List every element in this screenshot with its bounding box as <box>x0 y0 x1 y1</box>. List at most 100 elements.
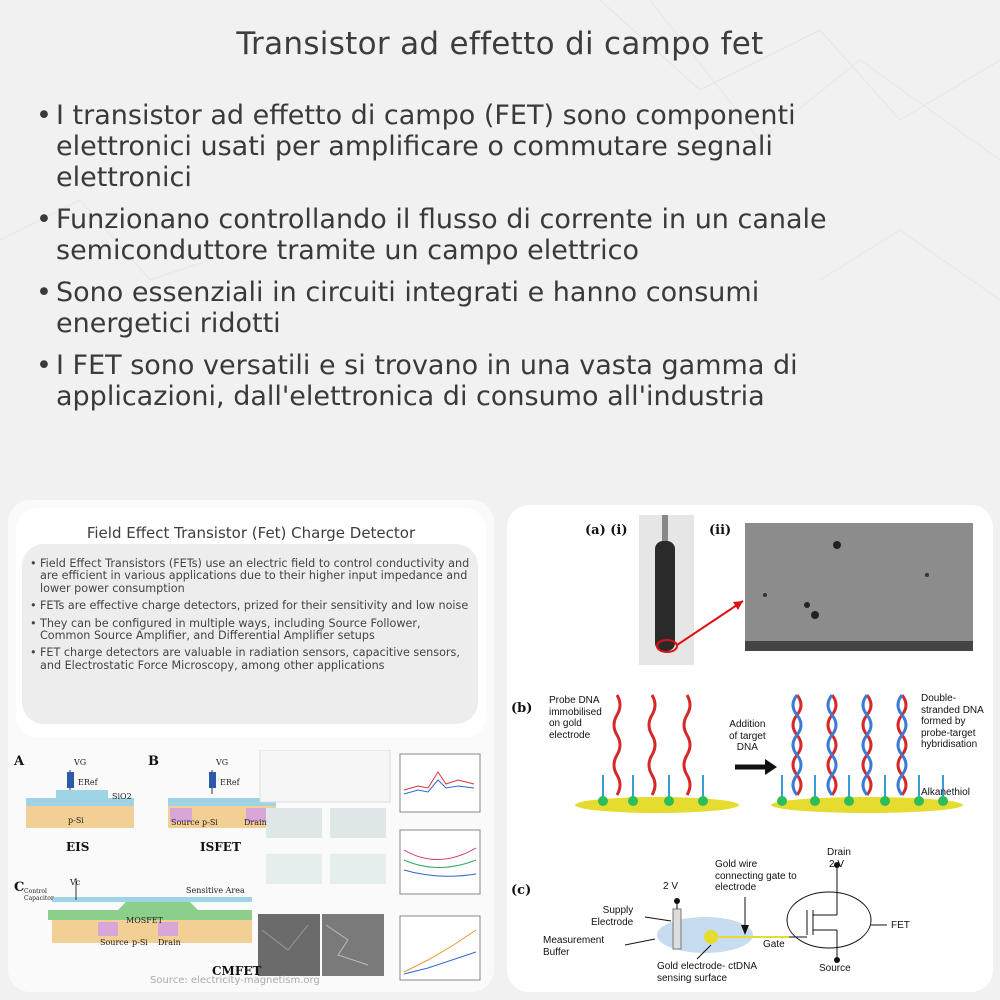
eref-label-a: ERef <box>78 778 98 787</box>
source-credit: Source: electricity-magnetism.org <box>150 975 320 986</box>
slide-title: Field Effect Transistor (Fet) Charge Det… <box>86 524 416 542</box>
panel-b-label: (b) <box>511 701 533 716</box>
fet-circuit-diagram <box>624 862 887 963</box>
source-label-b: Source <box>171 818 200 827</box>
panel-a-ii-label: (ii) <box>709 523 732 538</box>
probe-dna-line: electrode <box>549 729 591 741</box>
supply-line: Supply <box>602 905 634 916</box>
bullet-text: I transistor ad effetto di campo (FET) s… <box>56 100 796 193</box>
psi-label-b: p-Si <box>202 818 218 827</box>
measurement-buffer-label: Measurement Buffer <box>543 935 604 958</box>
eref-label-b: ERef <box>220 778 240 787</box>
eis-diagram <box>26 770 134 828</box>
vg-label-a: VG <box>74 758 87 767</box>
source-label: Source <box>819 963 851 974</box>
drain-label: Drain <box>827 847 851 858</box>
probe-dna-line: immobilised <box>549 706 602 718</box>
addition-label: Addition of target DNA <box>729 719 766 754</box>
bullet-dot: • <box>36 350 52 381</box>
panel-a-label: A <box>14 754 25 769</box>
gold-wire-line: Gold wire <box>715 859 758 870</box>
bullet-text: I FET sono versatili e si trovano in una… <box>56 350 798 412</box>
bullet-text: Funzionano controllando il flusso di cor… <box>56 204 827 266</box>
double-stranded-label: Double- stranded DNA formed by probe-tar… <box>921 693 984 751</box>
sensitive-area-label: Sensitive Area <box>186 886 245 895</box>
electrode-photo <box>639 515 694 665</box>
panel-c-label: (c) <box>511 883 532 898</box>
supply-electrode-label: Supply Electrode <box>591 905 633 928</box>
bullet-item: •Sono essenziali in circuiti integrati e… <box>36 277 846 339</box>
bullet-text: Sono essenziali in circuiti integrati e … <box>56 277 760 339</box>
supply-voltage-label: 2 V <box>663 881 679 892</box>
double-line: Double- <box>921 693 957 704</box>
control-capacitor-label: Control Capacitor <box>24 888 54 902</box>
vg-label-b: VG <box>216 758 229 767</box>
drain-voltage-label: 2 V <box>829 859 845 870</box>
bullet-dot: • <box>36 204 52 235</box>
slide-bullet-list: •Field Effect Transistors (FETs) use an … <box>30 557 470 677</box>
addition-line: of target <box>729 730 766 742</box>
panel-c-label: C <box>14 880 25 895</box>
double-line: formed by <box>921 716 966 727</box>
drain-label-c: Drain <box>158 938 181 947</box>
double-line: hybridisation <box>921 739 978 750</box>
gold-electrode-line: sensing surface <box>657 972 728 984</box>
cmfet-caption: CMFET <box>212 964 262 978</box>
isfet-diagram <box>168 770 276 828</box>
double-line: stranded DNA <box>921 704 984 716</box>
slide-bullet-text: They can be configured in multiple ways,… <box>40 616 421 643</box>
measurement-line: Measurement <box>543 935 605 946</box>
bullet-item: •I transistor ad effetto di campo (FET) … <box>36 100 866 193</box>
double-line: probe-target <box>921 727 976 739</box>
probe-dna-line: Probe DNA <box>549 695 600 706</box>
bullet-dot: • <box>30 557 37 570</box>
graphene-process-panels <box>258 750 391 976</box>
source-label-c: Source <box>100 938 129 947</box>
slide-bullet: •Field Effect Transistors (FETs) use an … <box>30 557 470 595</box>
slide-bullet: •FET charge detectors are valuable in ra… <box>30 647 470 672</box>
measurement-plots <box>399 753 481 981</box>
gold-wire-line: electrode <box>715 882 757 893</box>
background-decoration <box>599 0 1000 301</box>
gold-wire-line: connecting gate to <box>715 870 797 882</box>
probe-dna-label: Probe DNA immobilised on gold electrode <box>549 695 602 741</box>
bullet-item: •Funzionano controllando il flusso di co… <box>36 204 896 266</box>
fet-label: FET <box>891 920 910 931</box>
gold-electrode-label: Gold electrode- ctDNA sensing surface <box>657 961 757 984</box>
cmfet-diagram <box>48 878 252 943</box>
panel-b-label: B <box>148 754 159 769</box>
vc-label: Vc <box>70 878 81 887</box>
mosfet-label: MOSFET <box>126 916 163 925</box>
eis-caption: EIS <box>66 840 90 854</box>
sio2-label: SiO2 <box>112 792 132 801</box>
page-title: Transistor ad effetto di campo fet <box>236 26 764 62</box>
psi-label-a: p-Si <box>68 816 84 825</box>
addition-line: DNA <box>736 742 758 753</box>
slide-bullet-text: FETs are effective charge detectors, pri… <box>40 599 469 613</box>
bullet-dot: • <box>36 277 52 308</box>
main-bullet-list: •I transistor ad effetto di campo (FET) … <box>36 100 936 423</box>
supply-line: Electrode <box>591 916 634 928</box>
dna-sensor-card: (a) (i) (ii) (b) (c) Probe DNA immobilis… <box>507 505 993 992</box>
measurement-line: Buffer <box>543 946 570 958</box>
panel-a-i-label: (a) (i) <box>585 523 628 538</box>
probe-dna-line: on gold <box>549 718 582 729</box>
isfet-caption: ISFET <box>200 840 241 854</box>
slide-bullet: •FETs are effective charge detectors, pr… <box>30 599 470 613</box>
slide-bullet-text: Field Effect Transistors (FETs) use an e… <box>40 557 470 595</box>
slide-bullets-panel <box>22 544 478 724</box>
alkanethiol-label: Alkanethiol <box>921 787 970 798</box>
fet-structures-figure <box>26 750 481 981</box>
gold-wire-label: Gold wire connecting gate to electrode <box>715 859 797 894</box>
dna-sensor-figure <box>575 515 973 963</box>
psi-label-c: p-Si <box>132 938 148 947</box>
slide-bullet-text: FET charge detectors are valuable in rad… <box>40 646 460 672</box>
sem-image <box>676 523 973 651</box>
gate-label: Gate <box>763 939 785 950</box>
slide-bullet: •They can be configured in multiple ways… <box>30 616 470 643</box>
bullet-dot: • <box>30 599 37 613</box>
charge-detector-card: Field Effect Transistor (Fet) Charge Det… <box>8 500 494 992</box>
bullet-dot: • <box>30 646 37 660</box>
bullet-item: •I FET sono versatili e si trovano in un… <box>36 350 856 412</box>
bullet-dot: • <box>36 100 52 131</box>
